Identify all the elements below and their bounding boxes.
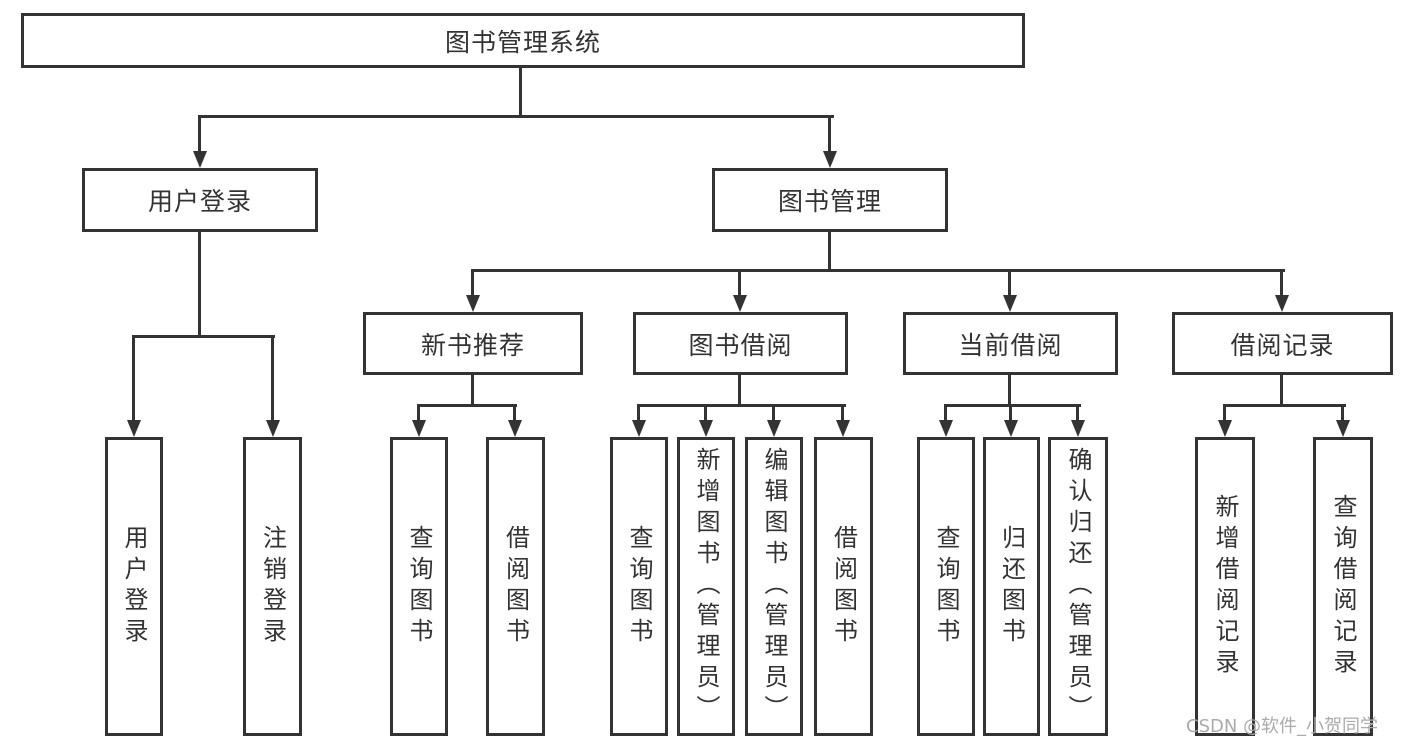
arrowhead-down xyxy=(1218,420,1232,437)
leaf-query-books-2: 查询图书 xyxy=(610,437,668,736)
node-user-login-label: 用户登录 xyxy=(147,187,252,216)
arrowhead-down xyxy=(836,420,850,437)
leaf-edit-books-admin: 编辑图书（管理员） xyxy=(745,437,803,736)
connector-drop-leaf xyxy=(132,335,135,421)
node-root-label: 图书管理系统 xyxy=(444,27,601,57)
arrowhead-down xyxy=(412,420,426,437)
connector-user-login-stem xyxy=(198,232,201,338)
leaf-return-books: 归还图书 xyxy=(983,437,1040,736)
arrowhead-down xyxy=(699,420,713,437)
leaf-add-books-admin: 新增图书（管理员） xyxy=(677,437,735,736)
connector-drop-leaf xyxy=(841,404,844,422)
arrowhead-down xyxy=(127,420,141,437)
connector-xinshu-rail xyxy=(417,404,517,407)
connector-drop-leaf xyxy=(772,404,775,422)
connector-drop-leaf xyxy=(1223,404,1226,422)
leaf-query-books-1: 查询图书 xyxy=(390,437,448,736)
leaf-query-books-3: 查询图书 xyxy=(917,437,975,736)
watermark: CSDN @软件_小贺同学 xyxy=(1186,716,1379,737)
connector-dangqian-rail xyxy=(944,404,1081,407)
connector-user-login-rail xyxy=(132,335,275,338)
connector-drop-leaf xyxy=(944,404,947,422)
node-book-borrow-label: 图书借阅 xyxy=(688,330,793,360)
arrowhead-down xyxy=(1003,295,1017,312)
connector-drop-leaf xyxy=(1076,404,1079,422)
connector-xinshu-stem xyxy=(471,375,474,407)
connector-drop-l3 xyxy=(1008,269,1011,298)
connector-drop-leaf xyxy=(513,404,516,422)
connector-jilu-stem xyxy=(1280,375,1283,407)
leaf-logout: 注销登录 xyxy=(243,437,302,736)
connector-dangqian-stem xyxy=(1008,375,1011,407)
leaf-user-login: 用户登录 xyxy=(105,437,163,736)
node-current-borrow: 当前借阅 xyxy=(903,312,1118,375)
arrowhead-down xyxy=(266,420,280,437)
connector-drop-l3 xyxy=(471,269,474,298)
arrowhead-down xyxy=(1336,420,1350,437)
connector-drop-leaf xyxy=(417,404,420,422)
node-new-book-recommend-label: 新书推荐 xyxy=(420,330,525,360)
node-book-mgmt-label: 图书管理 xyxy=(777,187,882,216)
node-new-book-recommend: 新书推荐 xyxy=(363,312,583,375)
connector-level2-rail xyxy=(198,115,834,118)
arrowhead-down xyxy=(733,295,747,312)
node-user-login: 用户登录 xyxy=(82,168,318,232)
node-borrow-records-label: 借阅记录 xyxy=(1230,330,1335,360)
connector-jieyue-stem xyxy=(738,375,741,407)
arrowhead-down xyxy=(767,420,781,437)
connector-book-mgmt-stem xyxy=(828,232,831,272)
connector-drop-leaf xyxy=(271,335,274,421)
arrowhead-down xyxy=(632,420,646,437)
arrowhead-down xyxy=(939,420,953,437)
node-current-borrow-label: 当前借阅 xyxy=(958,330,1063,360)
node-borrow-records: 借阅记录 xyxy=(1172,312,1393,375)
arrowhead-down xyxy=(466,295,480,312)
arrowhead-down xyxy=(193,151,207,168)
connector-root-stem xyxy=(519,68,522,118)
arrowhead-down xyxy=(1004,420,1018,437)
connector-drop-l3 xyxy=(1280,269,1283,298)
connector-jieyue-rail xyxy=(637,404,846,407)
connector-drop-leaf xyxy=(1341,404,1344,422)
connector-drop-leaf xyxy=(1009,404,1012,422)
leaf-borrow-books-1: 借阅图书 xyxy=(486,437,545,736)
connector-drop-l3 xyxy=(738,269,741,298)
leaf-query-borrow-record: 查询借阅记录 xyxy=(1313,437,1373,736)
connector-drop-book-mgmt xyxy=(828,115,831,154)
leaf-add-borrow-record: 新增借阅记录 xyxy=(1195,437,1255,736)
connector-drop-user-login xyxy=(198,115,201,154)
connector-drop-leaf xyxy=(637,404,640,422)
leaf-confirm-return-admin: 确认归还（管理员） xyxy=(1048,437,1108,736)
arrowhead-down xyxy=(508,420,522,437)
arrowhead-down xyxy=(1071,420,1085,437)
node-root: 图书管理系统 xyxy=(21,13,1025,68)
connector-drop-leaf xyxy=(704,404,707,422)
leaf-borrow-books-2: 借阅图书 xyxy=(814,437,873,736)
connector-jilu-rail xyxy=(1223,404,1346,407)
node-book-mgmt: 图书管理 xyxy=(712,168,948,232)
arrowhead-down xyxy=(823,151,837,168)
node-book-borrow: 图书借阅 xyxy=(633,312,848,375)
arrowhead-down xyxy=(1275,295,1289,312)
connector-level3-rail xyxy=(471,269,1285,272)
